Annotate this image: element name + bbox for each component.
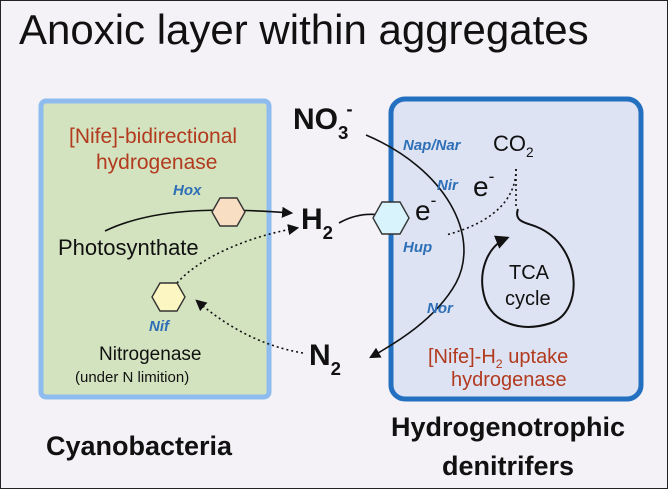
- nitrogenase-label: Nitrogenase: [99, 344, 202, 365]
- no3-to-n2-arrow: [365, 134, 465, 359]
- uptake-hydrogenase-label-line1: [Nife]-H2 uptake: [428, 346, 569, 371]
- electron-label-right: e-: [473, 166, 495, 202]
- co2-label: CO2: [493, 131, 534, 160]
- nir-label: Nir: [437, 177, 458, 194]
- nitrogenase-note: (under N limition): [75, 369, 190, 386]
- diagram-title: Anoxic layer within aggregates: [19, 6, 589, 53]
- tca-label-line2: cycle: [505, 288, 551, 310]
- hup-label: Hup: [403, 239, 433, 256]
- bidirectional-hydrogenase-label-line1: [Nife]-bidirectional: [69, 125, 238, 148]
- hup-hexagon: [372, 201, 410, 235]
- nor-label: Nor: [427, 300, 453, 317]
- nif-label: Nif: [149, 318, 169, 335]
- electron-label-left: e-: [415, 190, 437, 226]
- photosynthate-to-h2-arrow: [104, 206, 294, 232]
- bidirectional-hydrogenase-label-line2: hydrogenase: [96, 151, 218, 174]
- cyanobacteria-cell: [38, 98, 272, 400]
- co2-to-hup-dotted-line: [445, 168, 517, 236]
- nif-hexagon: [151, 282, 186, 312]
- dinitrogen-label: N2: [309, 339, 342, 379]
- photosynthate-label: Photosynthate: [58, 235, 199, 260]
- hox-label: Hox: [173, 182, 202, 199]
- cyanobacteria-caption: Cyanobacteria: [46, 431, 233, 461]
- denitrifiers-caption-line2: denitrifers: [441, 451, 575, 481]
- hox-hexagon: [211, 197, 246, 227]
- tca-cycle-arrow: [481, 208, 575, 328]
- hydrogen-label: H2: [301, 203, 334, 243]
- uptake-hydrogenase-label-line2: hydrogenase: [451, 369, 567, 391]
- denitrifier-cell: [388, 96, 644, 402]
- denitrifiers-caption-line1: Hydrogenotrophic: [391, 412, 625, 442]
- n2-to-nitrogenase-dotted-arrow: [195, 299, 304, 354]
- nap-nar-label: Nap/Nar: [403, 137, 461, 154]
- tca-label-line1: TCA: [509, 262, 549, 284]
- nitrate-label: NO3-: [293, 98, 353, 143]
